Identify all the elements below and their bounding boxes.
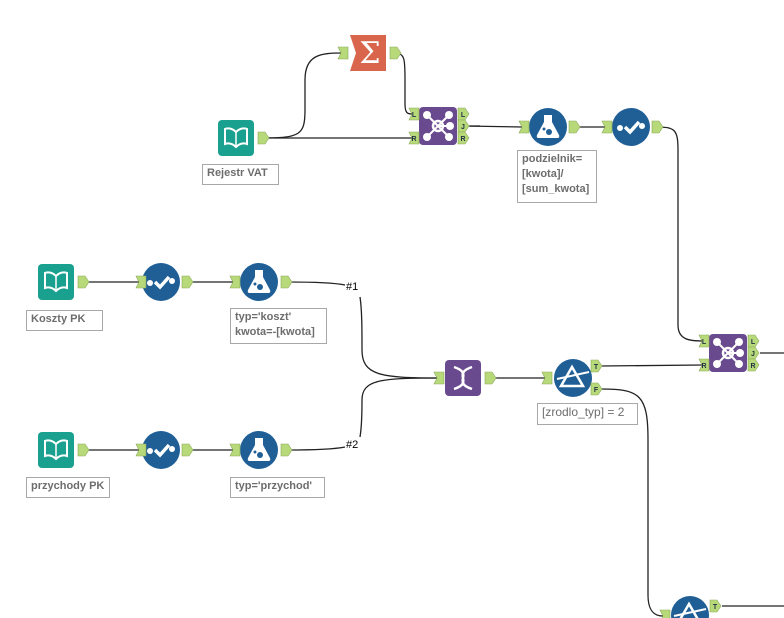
output-anchor[interactable]	[280, 443, 293, 457]
connection[interactable]	[600, 364, 704, 367]
tool-filter-bottom[interactable]: T	[659, 596, 722, 618]
connection[interactable]	[359, 377, 438, 438]
connection[interactable]	[261, 52, 343, 139]
tool-annotation-formula-przychody: typ='przychod'	[230, 477, 325, 498]
output-anchor[interactable]	[389, 46, 402, 60]
output-anchor[interactable]	[181, 275, 194, 289]
tool-formula-koszty[interactable]	[229, 263, 293, 301]
input-anchor[interactable]	[659, 609, 671, 618]
svg-text:Σ: Σ	[359, 36, 380, 71]
input-anchor[interactable]	[541, 371, 553, 385]
connection[interactable]	[394, 52, 414, 115]
output-anchor[interactable]: R	[747, 358, 760, 372]
tool-select-koszty[interactable]	[135, 263, 194, 301]
input-anchor[interactable]	[433, 371, 445, 385]
svg-text:L: L	[461, 112, 466, 119]
book-icon	[218, 120, 254, 156]
join-icon	[709, 334, 747, 372]
svg-text:F: F	[594, 387, 599, 394]
output-anchor[interactable]	[77, 275, 90, 289]
output-anchor[interactable]: T	[590, 359, 603, 373]
output-anchor[interactable]: R	[457, 131, 470, 145]
output-anchor[interactable]	[568, 120, 581, 134]
tool-rejestr-vat[interactable]	[218, 120, 270, 156]
tool-annotation-formula-top: podzielnik= [kwota]/ [sum_kwota]	[517, 150, 597, 203]
tool-annotation-koszty-pk: Koszty PK	[26, 310, 103, 331]
sigma-icon: Σ	[350, 35, 386, 71]
input-anchor[interactable]: L	[408, 107, 420, 121]
prism-icon	[554, 359, 592, 397]
tool-annotation-przychody-pk: przychody PK	[26, 477, 110, 498]
tool-przychody-pk[interactable]	[38, 432, 90, 468]
connection-label-1: #1	[346, 281, 359, 293]
book-icon	[38, 264, 74, 300]
prism-icon	[671, 596, 709, 618]
connection[interactable]	[286, 281, 346, 286]
output-anchor[interactable]: L	[747, 334, 760, 348]
svg-text:L: L	[702, 339, 707, 346]
svg-text:L: L	[751, 339, 756, 346]
input-anchor[interactable]: R	[408, 131, 420, 145]
input-anchor[interactable]	[229, 275, 241, 289]
check-icon	[142, 263, 180, 301]
flask-icon	[529, 108, 567, 146]
book-icon	[38, 432, 74, 468]
tool-select-top[interactable]	[601, 108, 664, 146]
svg-text:R: R	[411, 136, 416, 143]
svg-text:T: T	[713, 604, 718, 611]
dna-icon	[445, 360, 481, 396]
tool-formula-top[interactable]	[518, 108, 581, 146]
input-anchor[interactable]: R	[698, 358, 710, 372]
output-anchor[interactable]	[257, 131, 270, 145]
connection[interactable]	[359, 296, 438, 379]
connection[interactable]	[286, 446, 346, 451]
tool-union[interactable]	[433, 360, 497, 396]
input-anchor[interactable]	[337, 46, 349, 60]
tool-annotation-filter: [zrodlo_typ] = 2	[537, 403, 638, 425]
check-icon	[612, 108, 650, 146]
tool-annotation-formula-koszty: typ='koszt' kwota=-[kwota]	[230, 308, 327, 344]
input-anchor[interactable]	[518, 120, 530, 134]
connection-label-2: #2	[346, 439, 359, 451]
connection[interactable]	[600, 388, 664, 617]
output-anchor[interactable]: T	[709, 599, 722, 613]
svg-text:R: R	[701, 363, 706, 370]
tool-koszty-pk[interactable]	[38, 264, 90, 300]
svg-text:J: J	[751, 351, 755, 358]
output-anchor[interactable]	[77, 443, 90, 457]
input-anchor[interactable]	[229, 443, 241, 457]
join-icon	[419, 107, 457, 145]
output-anchor[interactable]: J	[457, 119, 470, 133]
output-anchor[interactable]: F	[590, 382, 603, 396]
check-icon	[142, 431, 180, 469]
svg-text:L: L	[412, 112, 417, 119]
tool-select-przychody[interactable]	[135, 431, 194, 469]
output-anchor[interactable]	[280, 275, 293, 289]
input-anchor[interactable]	[135, 443, 147, 457]
output-anchor[interactable]	[484, 371, 497, 385]
flask-icon	[240, 431, 278, 469]
output-anchor[interactable]	[181, 443, 194, 457]
input-anchor[interactable]: L	[698, 334, 710, 348]
output-anchor[interactable]	[651, 120, 664, 134]
tool-summarize[interactable]: Σ	[337, 35, 402, 71]
tool-annotation-rejestr-vat: Rejestr VAT	[202, 164, 279, 185]
output-anchor[interactable]: L	[457, 107, 470, 121]
svg-text:T: T	[594, 364, 599, 371]
flask-icon	[240, 263, 278, 301]
connection[interactable]	[656, 126, 704, 342]
svg-text:R: R	[460, 136, 465, 143]
input-anchor[interactable]	[601, 120, 613, 134]
tool-filter[interactable]: TF	[541, 359, 603, 397]
tool-formula-przychody[interactable]	[229, 431, 293, 469]
svg-text:J: J	[461, 124, 465, 131]
connections	[84, 52, 784, 617]
input-anchor[interactable]	[135, 275, 147, 289]
output-anchor[interactable]: J	[747, 346, 760, 360]
svg-text:R: R	[750, 363, 755, 370]
